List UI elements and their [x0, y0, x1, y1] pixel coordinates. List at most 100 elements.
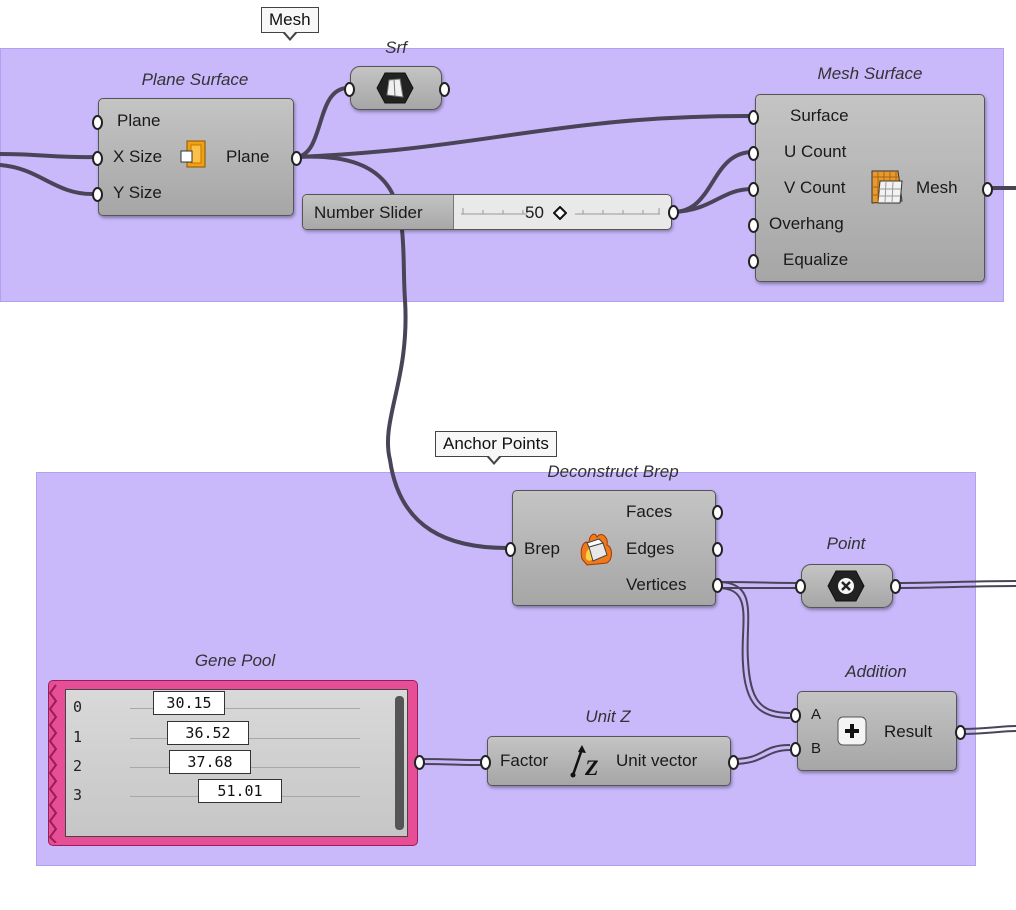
unit-z-icon: Z [570, 745, 598, 779]
point-output-port[interactable] [890, 579, 901, 594]
slider-name-label: Number Slider [314, 203, 423, 222]
equalize-input-port[interactable] [748, 254, 759, 269]
slider-grip-icon[interactable] [553, 206, 567, 220]
deconstruct-brep-icon [580, 533, 612, 566]
input-label-brep: Brep [524, 539, 560, 558]
deconstruct-brep-title: Deconstruct Brep [547, 462, 679, 481]
gene-value-box[interactable]: 36.52 [167, 721, 249, 745]
input-label-b: B [811, 740, 822, 757]
gene-pool-scrollbar[interactable] [395, 696, 404, 830]
number-slider[interactable]: Number Slider 50 [302, 194, 672, 230]
mesh-output-port[interactable] [982, 182, 993, 197]
srf-output-port[interactable] [439, 82, 450, 97]
faces-output-port[interactable] [712, 505, 723, 520]
output-label-unit-vector: Unit vector [616, 751, 698, 770]
srf-title: Srf [385, 38, 407, 57]
wire-vertices-add-a1 [717, 581, 791, 714]
mesh-surface-title: Mesh Surface [817, 64, 923, 83]
mesh-surface-component[interactable]: Surface U Count V Count Overhang Equaliz… [755, 94, 985, 282]
output-label-mesh: Mesh [916, 178, 958, 197]
wire-slider-vcount [671, 187, 755, 214]
svg-text:Z: Z [584, 755, 598, 779]
tag-mesh[interactable]: Mesh [261, 7, 319, 41]
input-label-a: A [811, 706, 822, 723]
wire-plane-srf [294, 86, 350, 159]
plane-surface-title: Plane Surface [141, 70, 249, 89]
wire-result-out-a [959, 725, 1016, 730]
point-title: Point [826, 534, 866, 553]
wire-result-out-b [959, 730, 1016, 735]
deconstruct-brep-component[interactable]: Brep Faces Edges Vertices [512, 490, 716, 606]
x-size-input-port[interactable] [92, 151, 103, 166]
wire-in-xsize [0, 152, 96, 160]
v-count-input-port[interactable] [748, 182, 759, 197]
input-label-x-size: X Size [113, 147, 163, 166]
output-label-edges: Edges [626, 539, 675, 558]
wire-point-out-a [895, 580, 1016, 584]
input-label-y-size: Y Size [113, 183, 162, 202]
factor-input-port[interactable] [480, 755, 491, 770]
input-label-u-count: U Count [784, 142, 847, 161]
wire-plane-brep [294, 154, 509, 550]
gene-value-box[interactable]: 51.01 [198, 779, 282, 803]
tag-mesh-label: Mesh [269, 10, 311, 29]
srf-input-port[interactable] [344, 82, 355, 97]
input-label-equalize: Equalize [783, 250, 849, 269]
point-component[interactable] [801, 564, 893, 608]
unit-z-title: Unit Z [585, 707, 631, 726]
a-input-port[interactable] [790, 708, 801, 723]
tag-anchor-points-label: Anchor Points [443, 434, 549, 453]
gene-index: 0 [73, 698, 83, 716]
unit-vector-output-port[interactable] [728, 755, 739, 770]
wire-point-out-b [895, 585, 1016, 589]
tag-pointer-icon [485, 455, 502, 465]
srf-component[interactable] [350, 66, 442, 110]
plane-output-port[interactable] [291, 151, 302, 166]
overhang-input-port[interactable] [748, 218, 759, 233]
output-label-result: Result [884, 722, 933, 741]
output-label-faces: Faces [626, 502, 673, 521]
output-label-vertices: Vertices [626, 575, 687, 594]
wire-gp-unitz-b [418, 763, 483, 766]
slider-output-port[interactable] [668, 205, 679, 220]
mesh-surface-icon [871, 170, 903, 204]
gene-value-box[interactable]: 37.68 [169, 750, 251, 774]
output-label-plane: Plane [226, 147, 270, 166]
gene-value-box[interactable]: 30.15 [153, 691, 225, 715]
gene-pool-list[interactable]: 0 1 2 3 30.15 36.52 37.68 51.01 [65, 689, 408, 837]
brep-input-port[interactable] [505, 542, 516, 557]
gene-pool-component[interactable]: 0 1 2 3 30.15 36.52 37.68 51.01 [48, 680, 418, 846]
vertices-output-port[interactable] [712, 578, 723, 593]
wire-in-ysize [0, 163, 96, 197]
point-input-port[interactable] [795, 579, 806, 594]
result-output-port[interactable] [955, 725, 966, 740]
gene-index: 3 [73, 786, 83, 804]
surface-input-port[interactable] [748, 110, 759, 125]
wire-unitz-add-a [732, 744, 791, 760]
input-label-plane: Plane [117, 111, 161, 130]
wire-vertices-point-a [717, 581, 799, 584]
edges-output-port[interactable] [712, 542, 723, 557]
input-label-v-count: V Count [784, 178, 846, 197]
surface-param-icon [376, 72, 414, 104]
plane-surface-component[interactable]: Plane X Size Y Size Plane [98, 98, 294, 216]
wire-plane-surface [294, 113, 755, 159]
u-count-input-port[interactable] [748, 146, 759, 161]
wire-vertices-add-a2 [717, 587, 791, 719]
gene-pool-output-port[interactable] [414, 755, 425, 770]
b-input-port[interactable] [790, 742, 801, 757]
gene-index: 2 [73, 757, 83, 775]
slider-name-panel: Number Slider [303, 195, 454, 229]
input-label-overhang: Overhang [769, 214, 844, 233]
y-size-input-port[interactable] [92, 187, 103, 202]
addition-title: Addition [845, 662, 907, 681]
addition-plus-icon [837, 716, 867, 746]
wire-gp-unitz-a [418, 758, 483, 761]
plane-input-port[interactable] [92, 115, 103, 130]
tag-anchor-points[interactable]: Anchor Points [435, 431, 557, 465]
addition-component[interactable]: A B Result [797, 691, 957, 771]
wire-unitz-add-b [732, 749, 791, 765]
gene-pool-zigzag-edge [48, 684, 58, 843]
unit-z-component[interactable]: Factor Unit vector Z [487, 736, 731, 786]
